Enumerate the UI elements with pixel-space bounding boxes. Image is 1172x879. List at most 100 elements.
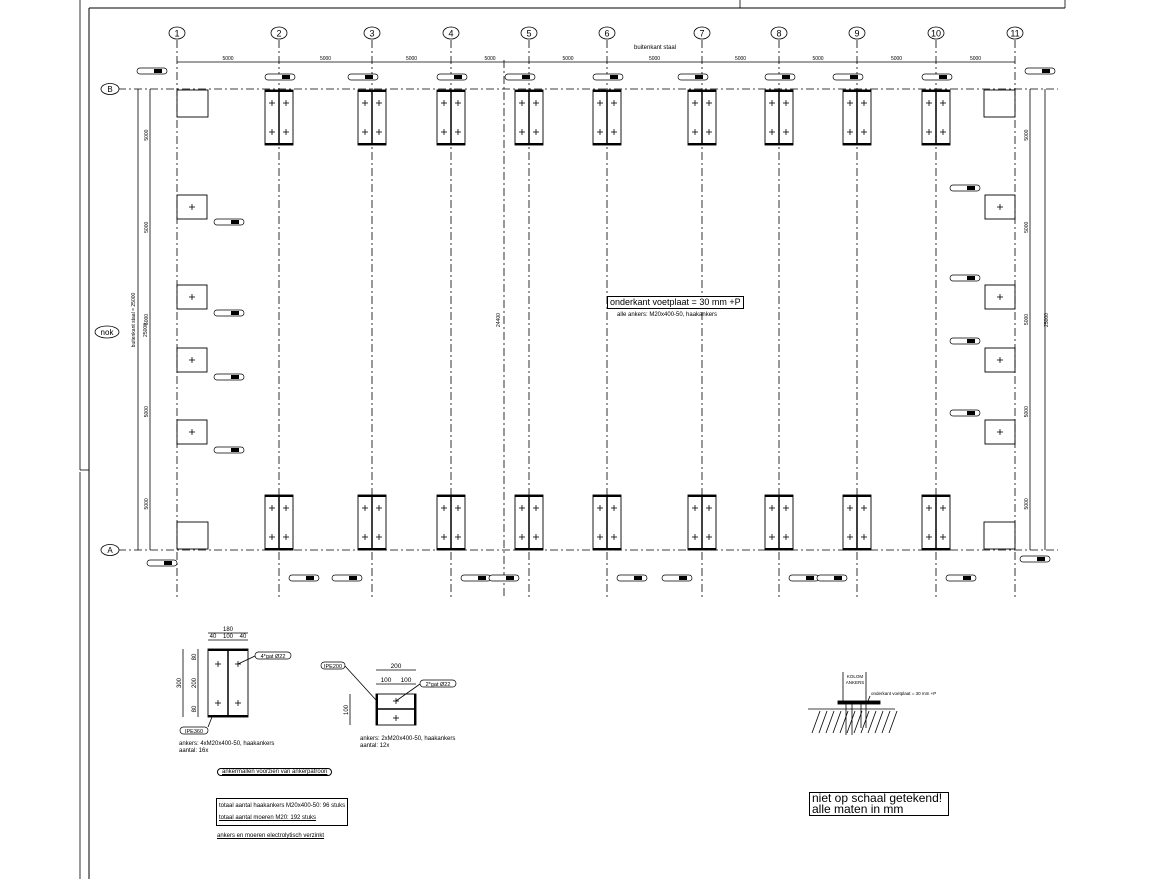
section-underside-note: onderkant voetplaat = 30 mm +P	[871, 691, 936, 696]
center-dimension: 24400	[496, 313, 502, 327]
profile-tag-B-mark	[610, 75, 618, 79]
hatch-line	[832, 710, 842, 734]
profile-tag-11A-mark	[1037, 557, 1045, 561]
profile-tag-side-right-mark	[967, 411, 975, 415]
side-dimension: 5000	[1024, 129, 1030, 140]
profile-tag-A-mark	[349, 576, 357, 580]
leader-line	[867, 695, 871, 702]
side-dimension: 5000	[144, 314, 150, 325]
column-label: KOLOM	[847, 674, 864, 679]
anchors-label: ANKERS	[846, 680, 865, 685]
profile-tag-A	[816, 574, 848, 582]
profile-tag-side-right	[949, 184, 981, 192]
side-dimension: 5000	[1024, 222, 1030, 233]
totals-box: totaal aantal haakankers M20x400-50: 96 …	[216, 798, 349, 826]
side-plate-1-1	[176, 284, 208, 310]
hatch-line	[846, 710, 856, 734]
ipe200-count: aantal: 12x	[360, 743, 390, 749]
profile-tag-A-mark	[634, 576, 642, 580]
profile-tag-1A-mark	[164, 561, 172, 565]
side-dimension: 5000	[1024, 498, 1030, 509]
ipe360-inner: 200	[192, 677, 198, 688]
ipe200-anchors-text: ankers: 2xM20x400-50, haakankers aantal:…	[360, 736, 455, 750]
side-plate-1-3	[176, 419, 208, 445]
finish-note: ankers en moeren electrolytisch verzinkt	[217, 833, 325, 839]
profile-tag-B-mark	[695, 75, 703, 79]
profile-tag-side-left	[213, 309, 245, 317]
grid-bubble-7	[693, 26, 711, 40]
side-dimension: 5000	[1024, 406, 1030, 417]
ridge-label: nok	[101, 328, 115, 337]
hatch-line	[888, 710, 898, 734]
profile-tag-11B-mark	[1042, 69, 1050, 73]
ipe200-width: 200	[391, 663, 402, 670]
profile-tag-A	[460, 574, 492, 582]
profile-tag-B	[347, 73, 379, 81]
profile-tag-B	[764, 73, 796, 81]
grid-label-6: 6	[604, 29, 609, 39]
ipe200-anchors: ankers: 2xM20x400-50, haakankers	[360, 736, 456, 742]
ipe200-height: 100	[344, 704, 350, 715]
side-plate-11-1	[984, 284, 1016, 310]
profile-tag-B-mark	[282, 75, 290, 79]
grid-label-2: 2	[276, 29, 281, 39]
profile-tag-B	[677, 73, 709, 81]
hatch-line	[860, 710, 870, 734]
ipe360-height: 300	[177, 677, 183, 688]
hatch-line	[818, 710, 828, 734]
bay-dimension: 5000	[891, 56, 902, 62]
total-anchors: totaal aantal haakankers M20x400-50: 96 …	[219, 803, 346, 809]
grid-bubble-2	[270, 26, 288, 40]
profile-tag-B-mark	[850, 75, 858, 79]
ipe360-seg: 40	[210, 634, 217, 640]
ipe360-profile-label: IPE360	[185, 729, 203, 735]
ipe200-hole-label: 2*gat Ø22	[426, 682, 451, 688]
profile-tag-B	[436, 73, 468, 81]
profile-tag-side-left-mark	[231, 375, 239, 379]
bay-dimension: 5000	[562, 56, 573, 62]
bay-dimension: 5000	[484, 56, 495, 62]
profile-tag-side-right-mark	[967, 339, 975, 343]
overall-width-left: 25000	[143, 323, 149, 337]
grid-bubble-4	[442, 26, 460, 40]
hatch-line	[881, 710, 891, 734]
hatch-line	[867, 710, 877, 734]
side-dimension: 5000	[144, 222, 150, 233]
bay-dimension: 5000	[970, 56, 981, 62]
template-note: ankermallen voorzien van ankerpatroon	[217, 768, 333, 776]
profile-tag-side-left-mark	[231, 448, 239, 452]
side-plate-1-2	[176, 347, 208, 373]
corner-plate-11B	[983, 89, 1016, 118]
profile-tag-side-left-mark	[231, 220, 239, 224]
leader-line	[237, 655, 256, 665]
profile-tag-A-mark	[506, 576, 514, 580]
grid-bubble-3	[363, 26, 381, 40]
ipe200-hole-tag	[419, 679, 457, 688]
grid-label-10: 10	[931, 29, 941, 39]
profile-tag-A	[288, 574, 320, 582]
profile-tag-side-left	[213, 373, 245, 381]
profile-tag-B	[504, 73, 536, 81]
underside-note: onderkant voetplaat = 30 mm +P	[607, 296, 744, 309]
profile-tag-11A	[1019, 555, 1051, 563]
ipe200-profile-tag	[320, 661, 346, 670]
grid-bubble-11	[1006, 26, 1024, 40]
ipe360-inner: 80	[192, 705, 198, 712]
bay-dimension: 5000	[320, 56, 331, 62]
profile-tag-A-mark	[806, 576, 814, 580]
profile-tag-B	[592, 73, 624, 81]
profile-tag-A-mark	[963, 576, 971, 580]
ipe360-inner: 80	[192, 653, 198, 660]
profile-tag-side-right	[949, 409, 981, 417]
ipe360-anchors: ankers: 4xM20x400-50, haakankers	[179, 741, 275, 747]
leader-line	[207, 716, 213, 728]
profile-tag-A-mark	[306, 576, 314, 580]
side-plate-11-3	[984, 419, 1016, 445]
hatch-line	[839, 710, 849, 734]
hatch-line	[825, 710, 835, 734]
profile-tag-side-left	[213, 446, 245, 454]
grid-bubble-10	[927, 26, 945, 40]
disclaimer-scale: niet op schaal getekend!	[812, 791, 943, 805]
side-plate-11-2	[984, 347, 1016, 373]
